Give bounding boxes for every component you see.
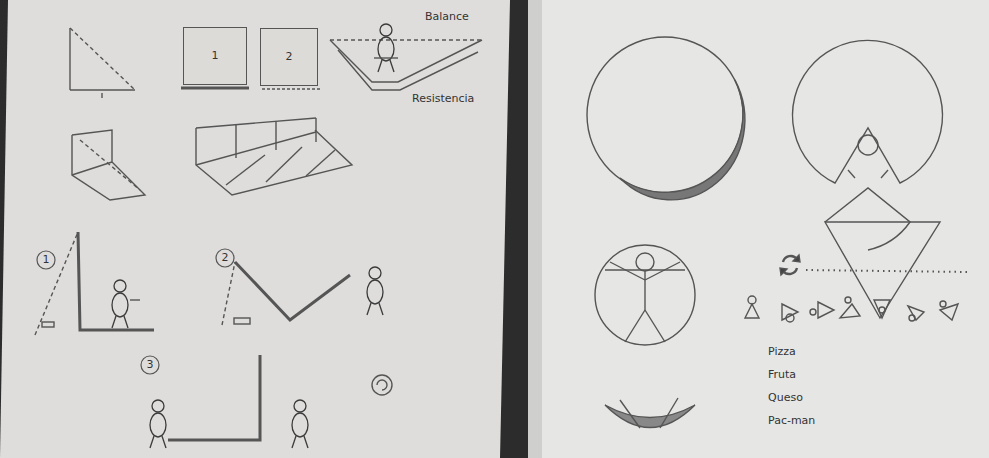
handwritten-note: Pac-man [768,414,815,427]
handwritten-note: Balance [425,10,469,23]
handwritten-note: Fruta [768,368,796,381]
callout-number: 1 [212,50,219,62]
callout-circle: 3 [140,355,160,375]
callout-number: 2 [286,51,293,63]
callout-circle: 2 [215,248,235,268]
panel-box: 2 [260,28,318,86]
callout-circle: 1 [36,250,56,270]
callout-number: 1 [43,254,50,266]
panel-box: 1 [183,27,247,85]
callout-number: 2 [222,252,229,264]
handwritten-note: Queso [768,391,803,404]
handwritten-note: Pizza [768,345,796,358]
handwritten-note: Resistencia [412,92,474,105]
callout-number: 3 [147,359,154,371]
